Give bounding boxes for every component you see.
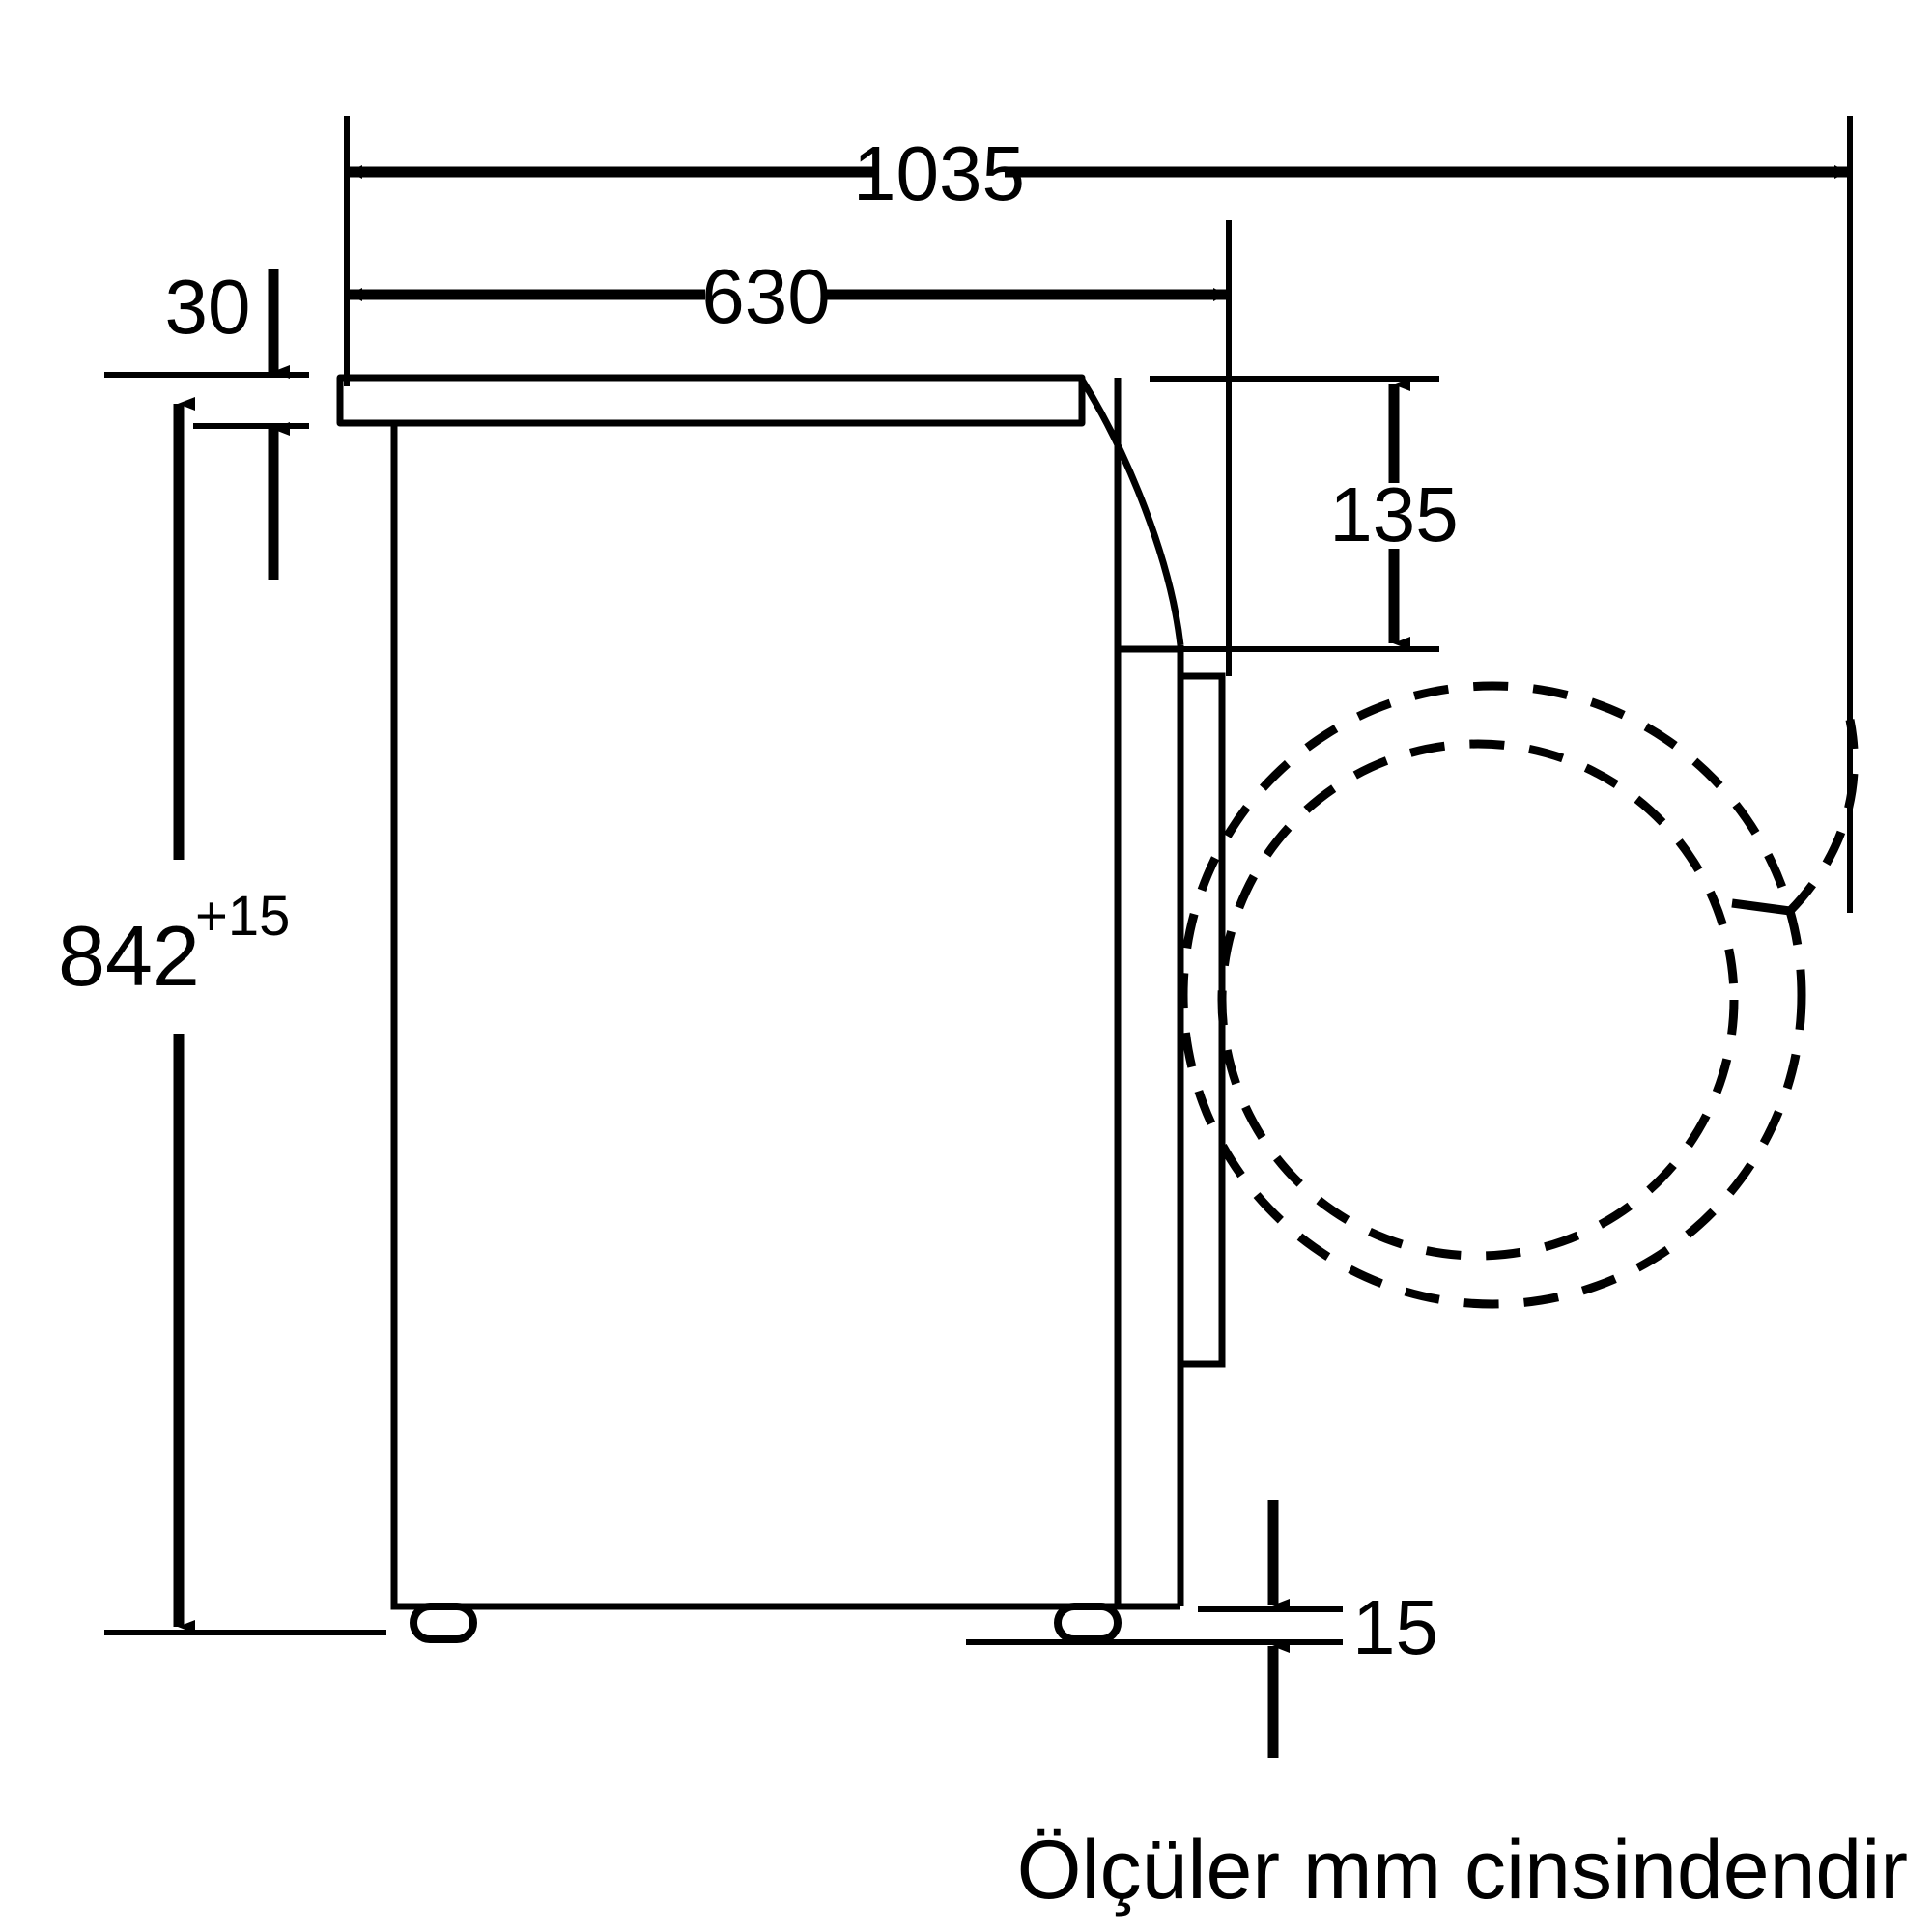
dim-135-label: 135 [1329, 471, 1458, 557]
dim-15-label: 15 [1352, 1584, 1438, 1670]
dimension-30: 30 [165, 264, 290, 580]
dim-30-label: 30 [165, 264, 251, 350]
dimension-135: 135 [1329, 378, 1459, 650]
leveling-foot-rear-icon [410, 1603, 477, 1643]
door-swing-arc-outer [1179, 681, 1806, 1309]
dim-1035-label: 1035 [853, 130, 1025, 216]
dim-630-label: 630 [701, 253, 830, 339]
dimension-630: 630 [349, 253, 1227, 339]
dim-842-label: 842 [58, 908, 200, 1004]
dimension-1035: 1035 [349, 130, 1848, 216]
top-lid-outline [336, 374, 1086, 427]
door-swing-group [1179, 681, 1859, 1309]
door-swing-hinge-tick [1731, 898, 1791, 916]
dim-842-tolerance-label: +15 [195, 885, 290, 948]
cabinet-side-outline [390, 423, 1122, 1610]
door-swing-arc-extended [1786, 719, 1859, 915]
door-swing-arc-inner [1217, 739, 1739, 1261]
dimension-842: 842 +15 [58, 397, 290, 1634]
control-panel-curve [1079, 378, 1184, 646]
units-note: Ölçüler mm cinsindendir [1017, 1824, 1908, 1917]
dimension-15: 15 [1267, 1500, 1438, 1758]
